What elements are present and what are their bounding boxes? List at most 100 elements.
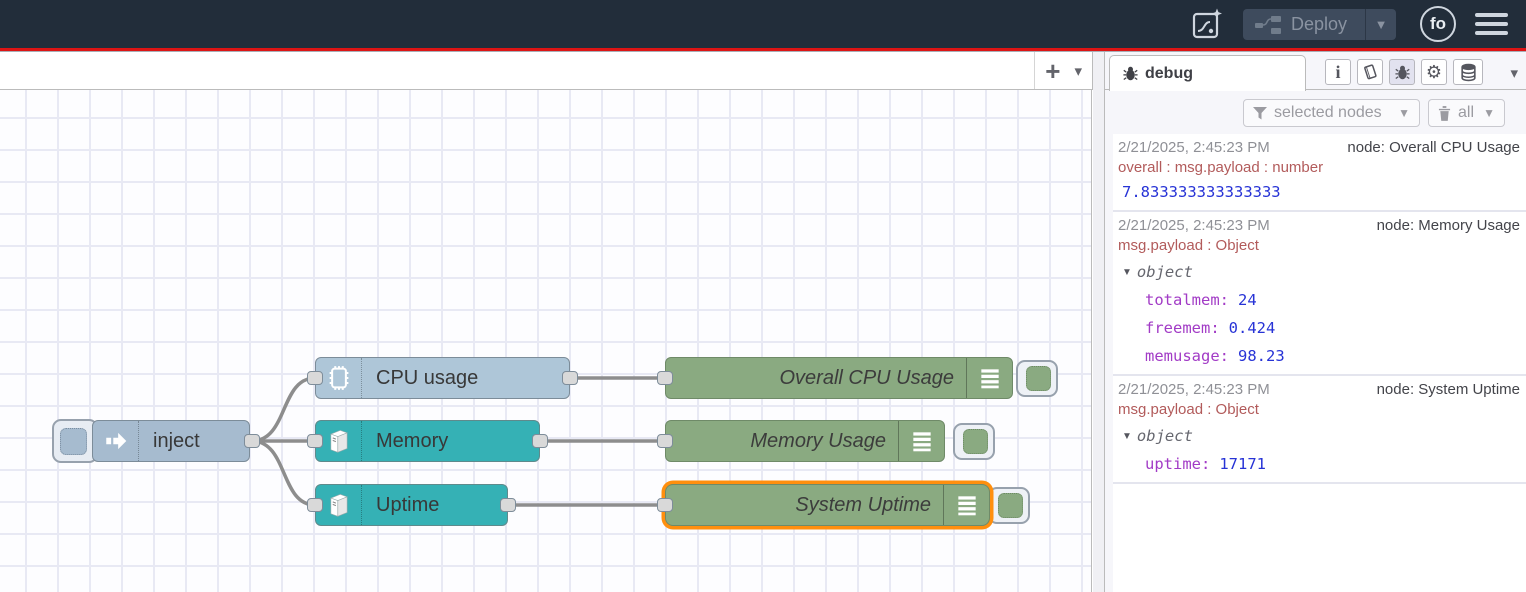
debug-toggle-overall-cpu[interactable]	[1016, 360, 1058, 397]
info-icon: i	[1335, 62, 1340, 83]
deploy-label: Deploy	[1291, 14, 1365, 35]
node-label: Memory Usage	[666, 430, 898, 453]
node-label: CPU usage	[362, 367, 478, 390]
debug-message[interactable]: 2/21/2025, 2:45:23 PM node: Memory Usage…	[1113, 212, 1526, 376]
flow-list-caret-icon[interactable]: ▾	[1074, 62, 1082, 80]
inject-trigger-inner	[60, 428, 87, 455]
collapse-caret-icon[interactable]: ▼	[1122, 267, 1132, 278]
debug-toggle-uptime[interactable]	[988, 487, 1030, 524]
node-label: Uptime	[362, 494, 439, 517]
message-meta: overall : msg.payload : number	[1118, 159, 1520, 176]
workspace-tab-actions: + ▾	[1034, 52, 1092, 89]
debug-message[interactable]: 2/21/2025, 2:45:23 PM node: Overall CPU …	[1113, 134, 1526, 212]
add-flow-button[interactable]: +	[1045, 58, 1060, 84]
inject-arrow-icon	[93, 421, 139, 461]
port-in-cpu[interactable]	[307, 371, 323, 385]
collapse-caret-icon[interactable]: ▼	[1122, 431, 1132, 442]
port-in-memory[interactable]	[307, 434, 323, 448]
workspace-tab-bar: + ▾	[0, 52, 1093, 90]
clear-caret-icon: ▼	[1483, 106, 1495, 120]
node-label: Memory	[362, 430, 448, 453]
object-entry: uptime: 17171	[1118, 455, 1520, 473]
sidebar-tab-debug-active[interactable]: debug	[1109, 55, 1306, 91]
gear-icon: ⚙	[1426, 63, 1442, 81]
debug-toggle-memory[interactable]	[953, 423, 995, 460]
sidebar-tab-label: debug	[1145, 65, 1193, 83]
debug-list-icon	[943, 485, 989, 525]
node-debug-overall-cpu[interactable]: Overall CPU Usage	[665, 357, 1013, 399]
message-timestamp: 2/21/2025, 2:45:23 PM	[1118, 217, 1270, 234]
message-source-node: node: Memory Usage	[1377, 217, 1520, 234]
debug-list-icon	[966, 358, 1012, 398]
hamburger-icon	[1475, 31, 1508, 35]
port-in-debug-cpu[interactable]	[657, 371, 673, 385]
debug-message[interactable]: 2/21/2025, 2:45:23 PM node: System Uptim…	[1113, 376, 1526, 484]
debug-list-icon	[898, 421, 944, 461]
debug-clear-button[interactable]: all ▼	[1428, 99, 1505, 127]
bug-icon	[1122, 65, 1139, 82]
port-out-inject[interactable]	[244, 434, 260, 448]
trash-icon	[1438, 106, 1451, 121]
object-entry: memusage:98.23	[1118, 347, 1520, 365]
entry-value: 98.23	[1238, 347, 1285, 365]
message-timestamp: 2/21/2025, 2:45:23 PM	[1118, 381, 1270, 398]
sidebar-options-caret-icon[interactable]: ▾	[1510, 64, 1518, 82]
node-cpu-usage[interactable]: CPU usage	[315, 357, 570, 399]
entry-value: 17171	[1219, 455, 1266, 473]
hamburger-icon	[1475, 22, 1508, 26]
port-out-cpu[interactable]	[562, 371, 578, 385]
flow-sparkle-icon	[1189, 6, 1225, 42]
debug-filter-bar: selected nodes ▼ all ▼	[1105, 90, 1526, 134]
entry-key: uptime:	[1145, 455, 1210, 473]
node-debug-memory[interactable]: Memory Usage	[665, 420, 945, 462]
sidebar-tab-context[interactable]	[1453, 59, 1483, 85]
deploy-icon	[1255, 16, 1281, 34]
debug-toggle-inner	[963, 429, 988, 454]
node-uptime[interactable]: Uptime	[315, 484, 508, 526]
object-label: object	[1137, 263, 1193, 281]
message-source-node: node: Overall CPU Usage	[1347, 139, 1520, 156]
node-label: inject	[139, 430, 200, 453]
main-menu-button[interactable]	[1475, 13, 1508, 35]
sidebar-tab-debug-button[interactable]	[1389, 59, 1415, 85]
debug-clear-label: all	[1458, 104, 1474, 122]
debug-message-list[interactable]: 2/21/2025, 2:45:23 PM node: Overall CPU …	[1113, 134, 1526, 592]
entry-key: totalmem:	[1145, 291, 1229, 309]
sidebar-tab-row: debug i ⚙	[1105, 52, 1526, 90]
port-in-debug-memory[interactable]	[657, 434, 673, 448]
entry-value: 0.424	[1229, 319, 1276, 337]
flow-assistant-button[interactable]	[1188, 5, 1226, 43]
debug-toggle-inner	[998, 493, 1023, 518]
debug-filter-label: selected nodes	[1274, 104, 1382, 122]
debug-toggle-inner	[1026, 366, 1051, 391]
user-avatar[interactable]: fo	[1420, 6, 1456, 42]
deploy-button[interactable]: Deploy ▼	[1243, 9, 1396, 40]
node-memory[interactable]: Memory	[315, 420, 540, 462]
message-meta: msg.payload : Object	[1118, 401, 1520, 418]
funnel-icon	[1253, 107, 1267, 120]
sidebar-tab-config[interactable]: ⚙	[1421, 59, 1447, 85]
entry-value: 24	[1238, 291, 1257, 309]
bug-icon	[1394, 64, 1411, 81]
node-debug-uptime-selected[interactable]: System Uptime	[665, 484, 990, 526]
debug-sidebar: debug i ⚙	[1105, 52, 1526, 592]
sidebar-resize-handle[interactable]	[1093, 52, 1105, 592]
book-icon	[1361, 63, 1379, 81]
message-meta: msg.payload : Object	[1118, 237, 1520, 254]
node-label: System Uptime	[666, 494, 943, 517]
debug-filter-button[interactable]: selected nodes ▼	[1243, 99, 1420, 127]
header-bar: Deploy ▼ fo	[0, 0, 1526, 48]
port-in-uptime[interactable]	[307, 498, 323, 512]
object-entry: freemem:0.424	[1118, 319, 1520, 337]
deploy-dropdown-caret-icon[interactable]: ▼	[1366, 17, 1396, 32]
sidebar-tab-help[interactable]	[1357, 59, 1383, 85]
header-divider	[0, 51, 1526, 52]
message-value: 7.833333333333333	[1118, 183, 1520, 201]
port-in-debug-uptime[interactable]	[657, 498, 673, 512]
message-timestamp: 2/21/2025, 2:45:23 PM	[1118, 139, 1270, 156]
sidebar-tab-info[interactable]: i	[1325, 59, 1351, 85]
port-out-uptime[interactable]	[500, 498, 516, 512]
node-inject[interactable]: inject	[92, 420, 250, 462]
port-out-memory[interactable]	[532, 434, 548, 448]
